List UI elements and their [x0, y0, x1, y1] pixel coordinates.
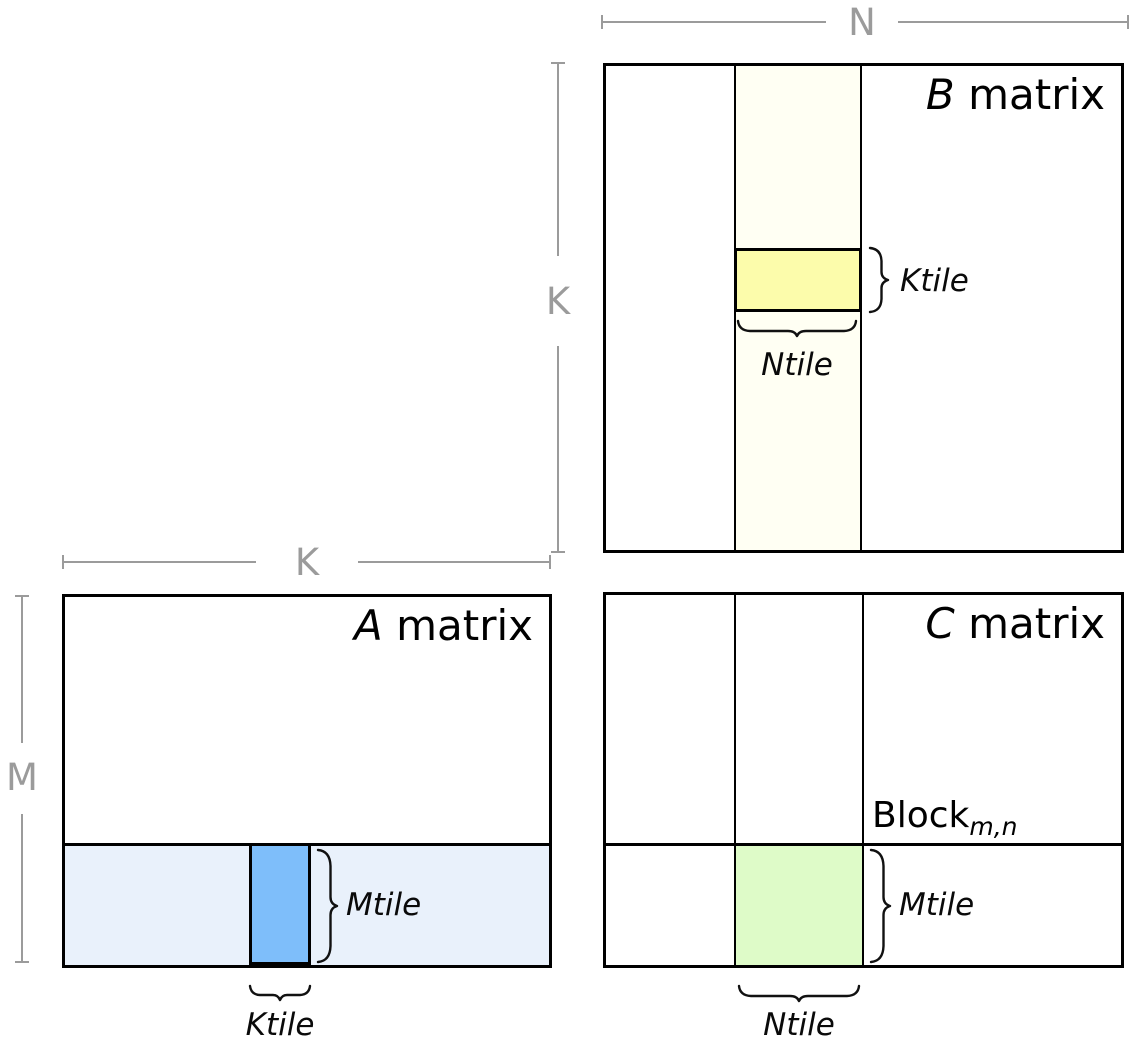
c-matrix-column-line-left — [734, 595, 736, 965]
m-dim-line-top — [21, 597, 23, 743]
b-matrix-title-letter: B — [925, 70, 955, 119]
k-vert-line-top — [557, 64, 559, 256]
k-vert-label: K — [545, 280, 571, 323]
b-matrix-ktile-ntile-tile — [734, 248, 862, 312]
c-ntile-underbrace — [737, 984, 861, 1003]
n-dim-line-left — [603, 21, 826, 23]
n-dim-left-tick — [601, 15, 603, 29]
c-matrix-row-line — [606, 843, 1121, 846]
a-mtile-label: Mtile — [346, 887, 422, 923]
c-ntile-label: Ntile — [763, 1007, 835, 1043]
k-vert-top-tick — [551, 62, 565, 64]
n-dim-line-right — [898, 21, 1127, 23]
k-horiz-right-tick — [549, 555, 551, 569]
b-ntile-underbrace — [736, 319, 858, 338]
b-ktile-label: Ktile — [900, 263, 969, 299]
c-matrix-title-word: matrix — [968, 599, 1105, 648]
a-ktile-label: Ktile — [245, 1007, 315, 1043]
b-ntile-label: Ntile — [761, 347, 833, 383]
m-dim-top-tick — [15, 595, 29, 597]
k-horiz-line-left — [64, 561, 256, 563]
c-mtile-brace-right — [869, 848, 892, 964]
a-matrix-box: A matrix Mtile — [62, 594, 552, 968]
c-block-word: Block — [872, 795, 970, 836]
c-matrix-title-letter: C — [925, 599, 955, 648]
c-matrix-title: C matrix — [925, 599, 1105, 648]
m-dim-bottom-tick — [15, 961, 29, 963]
b-matrix-title: B matrix — [925, 70, 1105, 119]
b-ktile-brace-right — [868, 246, 890, 314]
c-matrix-box: C matrix Blockm,n Mtile — [603, 592, 1124, 968]
a-matrix-mtile-ktile-tile — [249, 843, 311, 965]
c-mtile-label: Mtile — [899, 887, 975, 923]
m-dim-label: M — [6, 756, 38, 799]
b-matrix-title-word: matrix — [968, 70, 1105, 119]
a-mtile-brace-right — [316, 848, 339, 964]
k-vert-line-bottom — [557, 346, 559, 551]
c-matrix-block-tile — [735, 845, 863, 965]
a-matrix-title-word: matrix — [396, 601, 533, 650]
a-matrix-title-letter: A — [353, 601, 383, 650]
k-horiz-line-right — [358, 561, 550, 563]
k-vert-bottom-tick — [551, 551, 565, 553]
a-matrix-title: A matrix — [353, 601, 533, 650]
n-dim-right-tick — [1127, 15, 1129, 29]
k-horiz-label: K — [294, 541, 320, 584]
k-horiz-left-tick — [62, 555, 64, 569]
b-matrix-box: B matrix Ktile Ntile — [603, 63, 1124, 553]
a-ktile-underbrace — [248, 984, 312, 1002]
n-dim-label: N — [848, 1, 876, 44]
c-matrix-column-line-right — [862, 595, 864, 965]
c-block-label: Blockm,n — [872, 795, 1018, 840]
c-block-subscript: m,n — [969, 812, 1018, 842]
m-dim-line-bottom — [21, 814, 23, 961]
